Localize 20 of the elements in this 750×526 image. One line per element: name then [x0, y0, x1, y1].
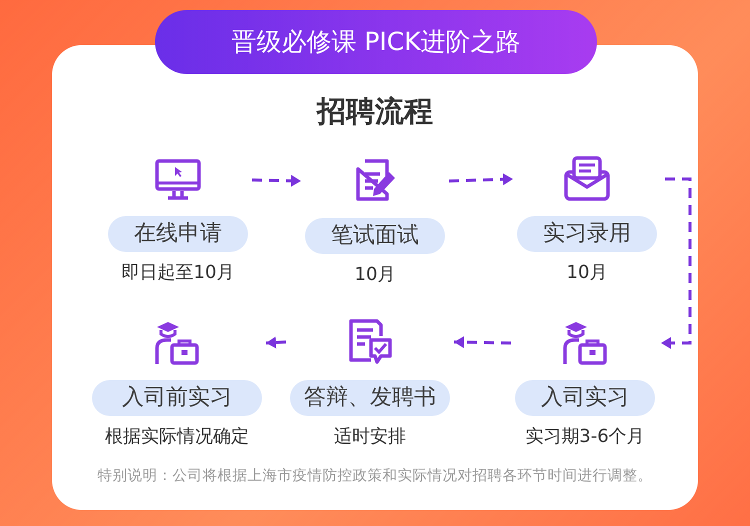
arrow — [454, 336, 512, 348]
arrow — [661, 178, 692, 349]
step-pill: 在线申请 — [108, 216, 248, 252]
date-text: 即日起至10月 — [122, 261, 234, 284]
date-text: 实习期3-6个月 — [525, 425, 645, 448]
note-text: 特别说明：公司将根据上海市疫情防控政策和实际情况对招聘各环节时间进行调整。 — [96, 466, 654, 485]
step-pill: 入司实习 — [515, 380, 655, 416]
arrow — [266, 336, 286, 348]
date-text: 适时安排 — [334, 425, 406, 448]
section-heading: 招聘流程 — [315, 93, 434, 130]
date-text: 10月 — [354, 263, 396, 286]
date-text: 10月 — [566, 261, 608, 284]
step-pill: 答辩、发聘书 — [290, 380, 450, 416]
arrow — [448, 173, 514, 186]
step-pill: 笔试面试 — [305, 218, 445, 254]
title-banner: 晋级必修课 PICK进阶之路 — [155, 10, 597, 74]
arrow — [252, 174, 302, 187]
step-pill: 实习录用 — [517, 216, 657, 252]
date-text: 根据实际情况确定 — [105, 425, 249, 448]
step-pill: 入司前实习 — [92, 380, 262, 416]
